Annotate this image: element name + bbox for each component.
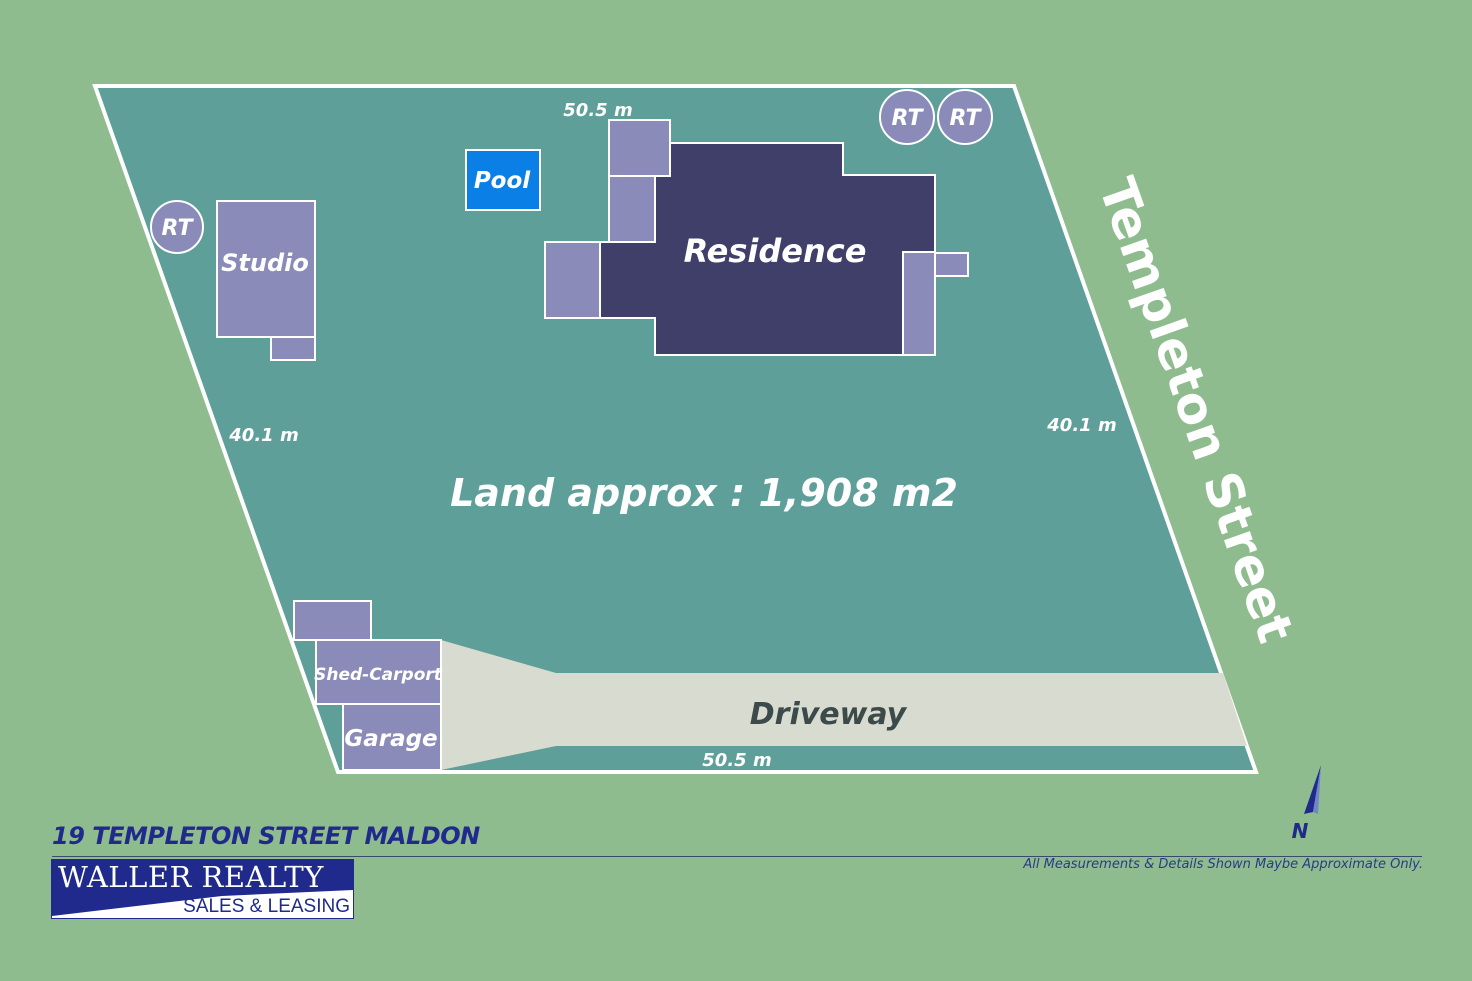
tree-marker (150, 200, 204, 254)
studio-label: Studio (221, 249, 309, 277)
disclaimer: All Measurements & Details Shown Maybe A… (1023, 857, 1423, 872)
residence-wing (934, 252, 969, 277)
land-area-label: Land approx : 1,908 m2 (450, 471, 958, 515)
driveway-label: Driveway (750, 697, 908, 732)
residence-wing (902, 251, 936, 356)
property-address: 19 TEMPLETON STREET MALDON (52, 822, 480, 850)
footer-divider (52, 856, 1422, 857)
tree-marker (937, 89, 993, 145)
dimension-left: 40.1 m (228, 425, 298, 446)
residence-wing (608, 119, 671, 177)
shed-carport-label: Shed-Carport (314, 665, 443, 685)
dimension-top: 50.5 m (563, 100, 632, 121)
studio-annex (270, 336, 316, 361)
studio (216, 200, 316, 338)
agency-logo: WALLER REALTY SALES & LEASING (51, 859, 354, 919)
pool (465, 149, 541, 211)
residence-wing (608, 175, 656, 243)
residence-label: Residence (684, 232, 867, 270)
tree-label: RT (892, 106, 925, 131)
pool-label: Pool (474, 168, 531, 194)
tree-marker (879, 89, 935, 145)
logo-banner (52, 860, 353, 916)
tree-label: RT (162, 216, 195, 241)
residence (599, 142, 936, 356)
north-arrow-icon: N (1292, 765, 1321, 843)
tree-label: RT (950, 106, 983, 131)
dimension-bottom: 50.5 m (702, 750, 771, 771)
north-label: N (1292, 819, 1309, 843)
garage (342, 703, 442, 771)
logo-subtitle: SALES & LEASING (183, 896, 350, 917)
dimension-right: 40.1 m (1046, 415, 1116, 436)
shed-annex (293, 600, 372, 641)
garage-label: Garage (344, 726, 437, 752)
logo-name: WALLER REALTY (58, 860, 324, 894)
driveway (441, 640, 1247, 770)
residence-wing (544, 241, 601, 319)
